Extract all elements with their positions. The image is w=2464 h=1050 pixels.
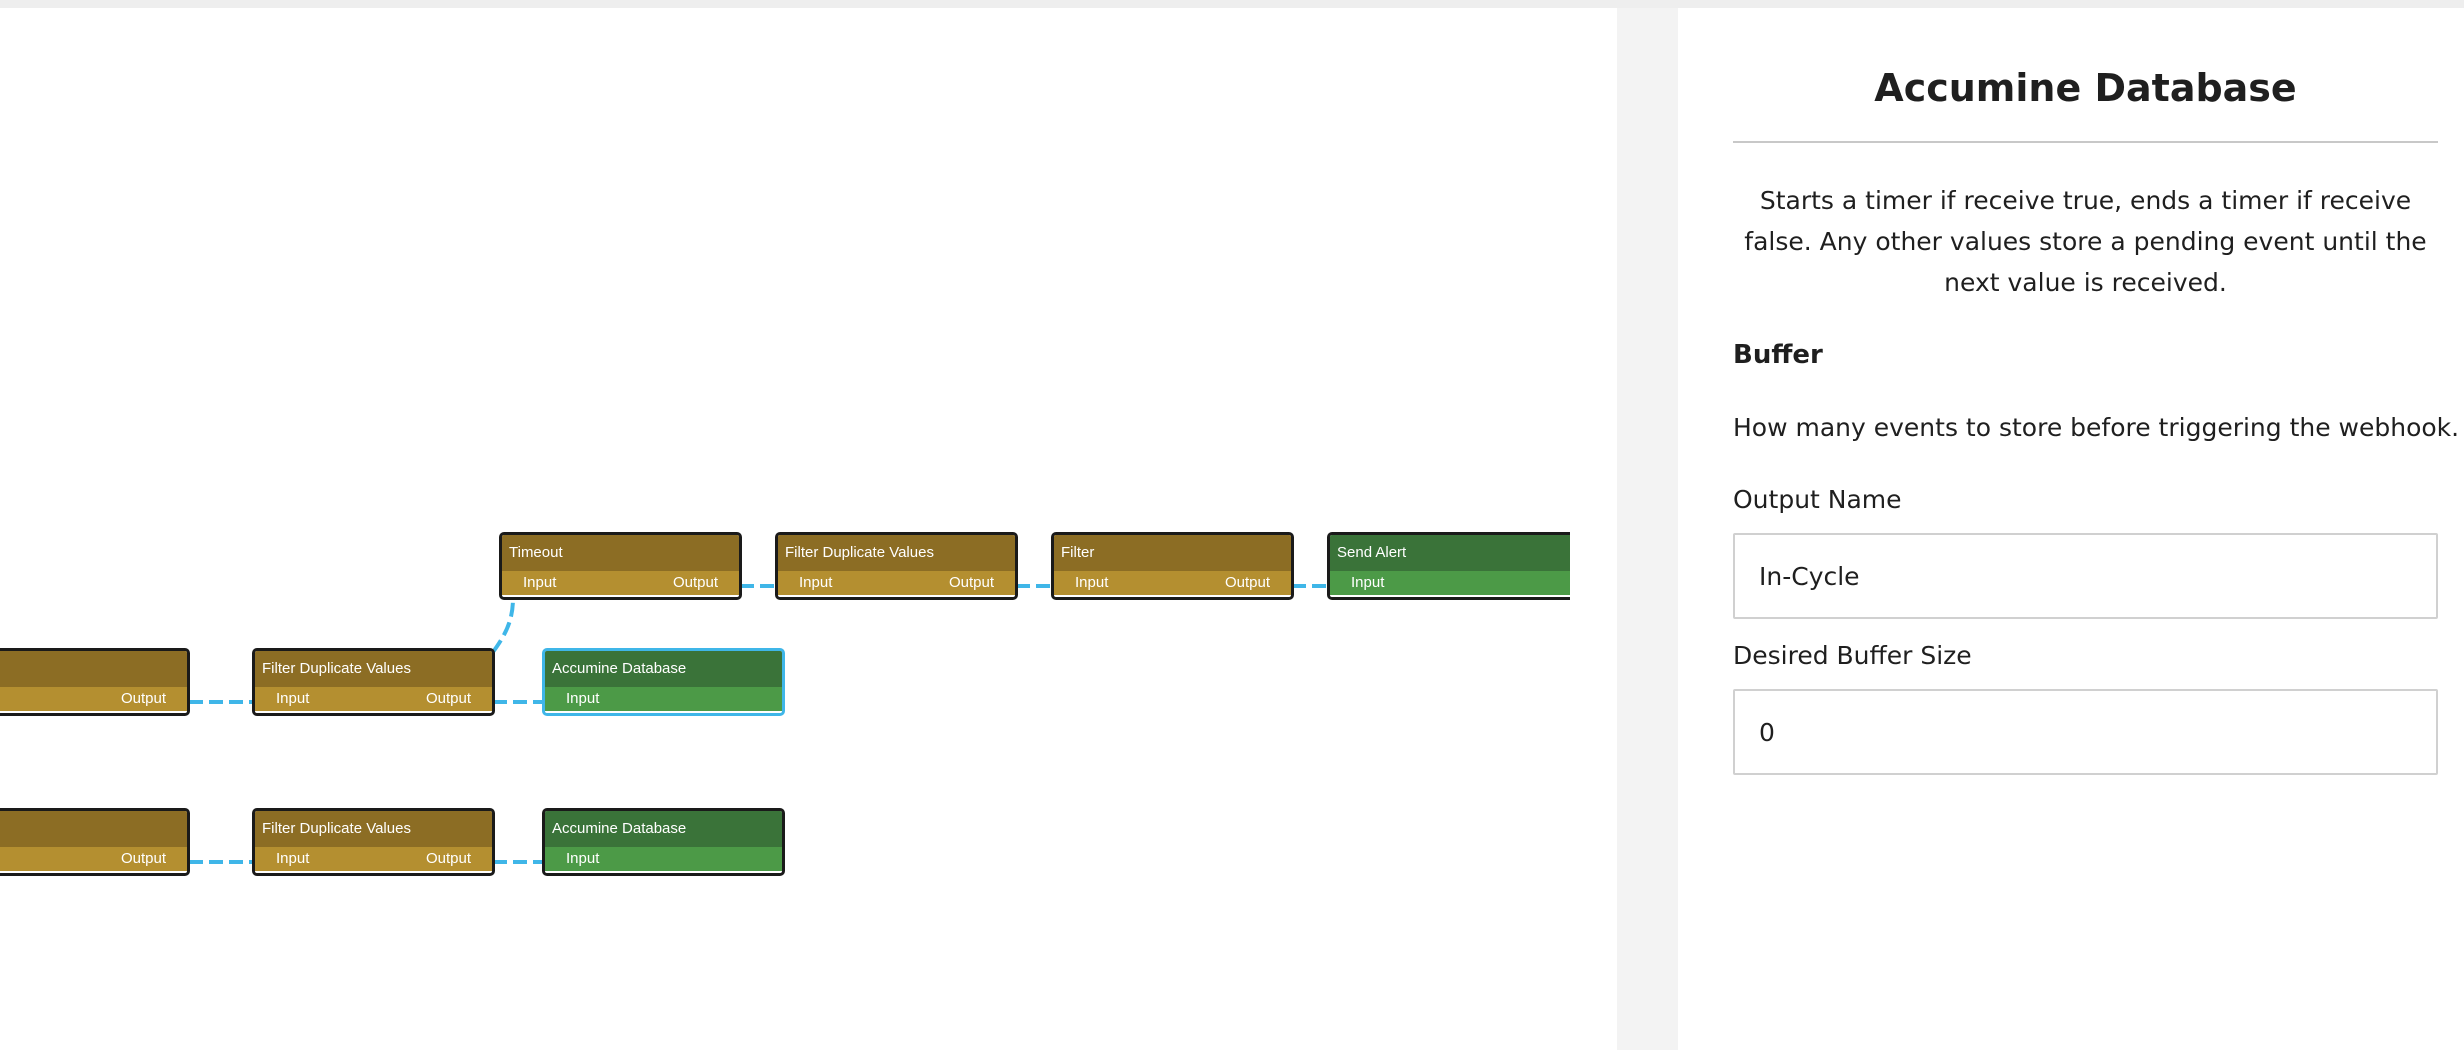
node-ports: Input <box>1330 571 1570 595</box>
node-title: Timeout <box>502 535 739 571</box>
buffer-size-input[interactable] <box>1733 689 2438 775</box>
node-accumine-database-selected[interactable]: Accumine Database Input <box>542 648 785 716</box>
node-ports: Input Output <box>255 847 492 871</box>
section-description: How many events to store before triggeri… <box>1733 413 2460 442</box>
flow-canvas[interactable]: Timeout Input Output Filter Duplicate Va… <box>0 8 1617 1050</box>
output-port[interactable]: Output <box>425 690 471 707</box>
node-ports: Output <box>0 687 187 711</box>
output-port[interactable]: Output <box>425 850 471 867</box>
output-port[interactable]: Output <box>948 574 994 591</box>
output-port[interactable]: Output <box>120 690 166 707</box>
node-filter-duplicate-values[interactable]: Filter Duplicate Values Input Output <box>252 648 495 716</box>
node-timeout[interactable]: Timeout Input Output <box>499 532 742 600</box>
node-title <box>0 651 187 687</box>
node-ports: Input Output <box>1054 571 1291 595</box>
node-filter-duplicate-values[interactable]: Filter Duplicate Values Input Output <box>252 808 495 876</box>
node-title: Accumine Database <box>545 811 782 847</box>
input-port[interactable]: Input <box>276 850 310 867</box>
input-port[interactable]: Input <box>799 574 833 591</box>
node-ports: Input <box>545 687 782 711</box>
node-description: Starts a timer if receive true, ends a t… <box>1744 186 2427 297</box>
node-left-partial[interactable]: Output <box>0 648 190 716</box>
input-port[interactable]: Input <box>276 690 310 707</box>
node-filter[interactable]: Filter Input Output <box>1051 532 1294 600</box>
input-port[interactable]: Input <box>523 574 557 591</box>
output-port[interactable]: Output <box>120 850 166 867</box>
node-left-partial[interactable]: Output <box>0 808 190 876</box>
section-title: Buffer <box>1733 340 1823 370</box>
node-title: Filter Duplicate Values <box>255 811 492 847</box>
node-title: Send Alert <box>1330 535 1570 571</box>
input-port[interactable]: Input <box>1351 574 1385 591</box>
node-title: Filter <box>1054 535 1291 571</box>
panel-title: Accumine Database <box>1874 66 2297 110</box>
node-ports: Input Output <box>502 571 739 595</box>
node-ports: Input Output <box>255 687 492 711</box>
connection-wires <box>189 584 1329 864</box>
node-ports: Input Output <box>778 571 1015 595</box>
properties-panel: Accumine Database Starts a timer if rece… <box>1678 8 2464 1050</box>
node-ports: Output <box>0 847 187 871</box>
node-accumine-database[interactable]: Accumine Database Input <box>542 808 785 876</box>
node-filter-duplicate-values[interactable]: Filter Duplicate Values Input Output <box>775 532 1018 600</box>
node-ports: Input <box>545 847 782 871</box>
output-port[interactable]: Output <box>672 574 718 591</box>
input-port[interactable]: Input <box>566 850 600 867</box>
divider <box>1733 141 2438 143</box>
node-send-alert[interactable]: Send Alert Input <box>1327 532 1570 600</box>
output-port[interactable]: Output <box>1224 574 1270 591</box>
output-name-input[interactable] <box>1733 533 2438 619</box>
node-title <box>0 811 187 847</box>
node-title: Accumine Database <box>545 651 782 687</box>
input-port[interactable]: Input <box>566 690 600 707</box>
output-name-label: Output Name <box>1733 485 1902 514</box>
input-port[interactable]: Input <box>1075 574 1109 591</box>
wire-filter-dup-2-to-timeout <box>491 597 515 654</box>
top-strip <box>0 0 2464 8</box>
node-title: Filter Duplicate Values <box>255 651 492 687</box>
buffer-size-label: Desired Buffer Size <box>1733 641 1972 670</box>
node-title: Filter Duplicate Values <box>778 535 1015 571</box>
